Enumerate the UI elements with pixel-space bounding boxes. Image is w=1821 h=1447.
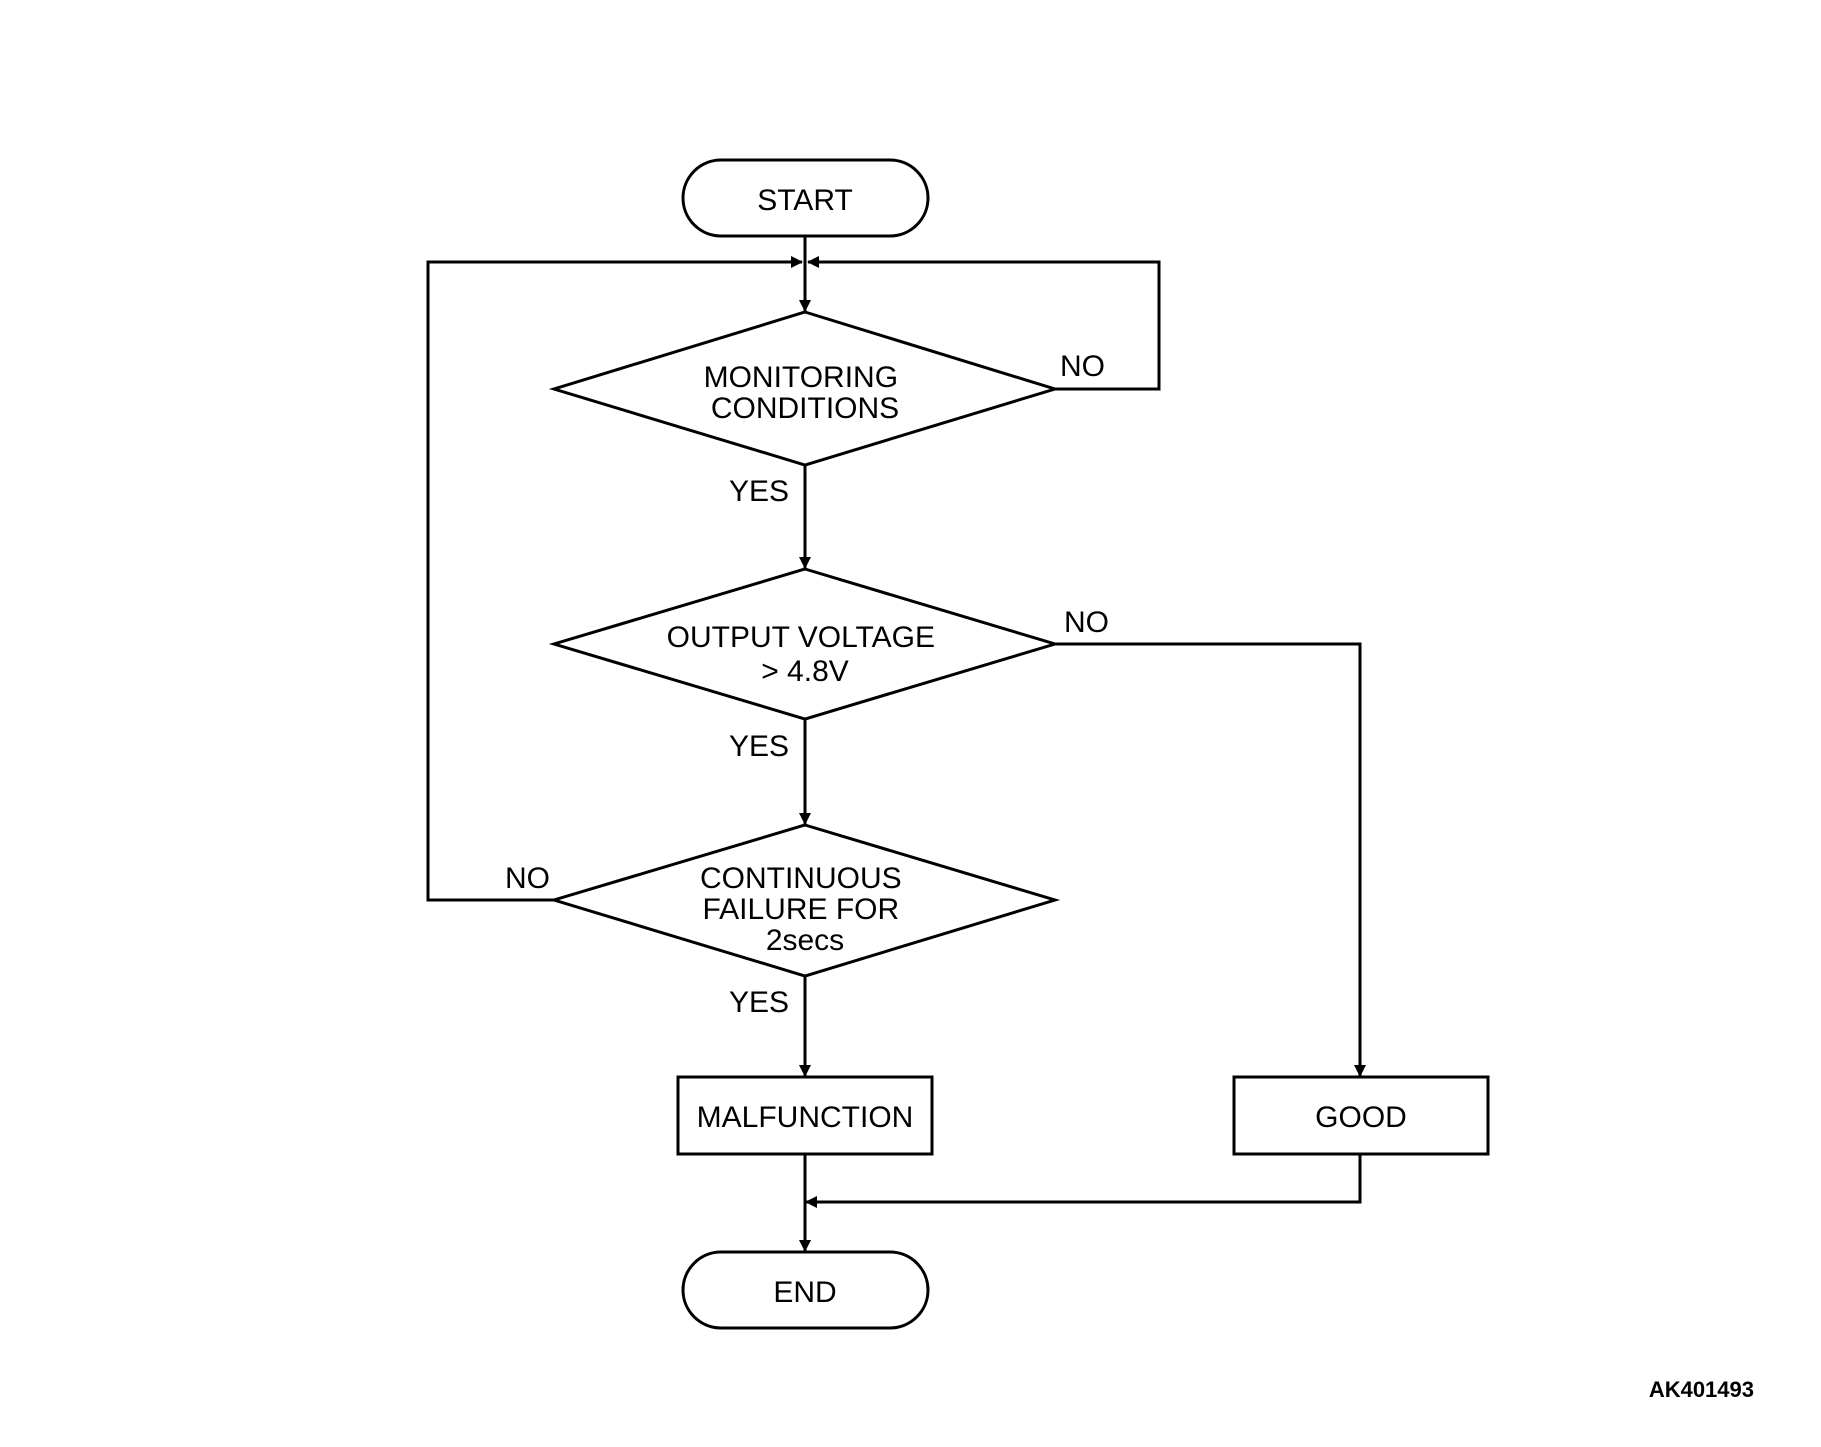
end-label: END	[773, 1276, 836, 1309]
loop-monitoring-no	[807, 256, 1161, 391]
yes-label-voltage: YES	[729, 730, 789, 763]
no-label-voltage: NO	[1064, 606, 1109, 639]
figure-code: AK401493	[1649, 1377, 1754, 1402]
loop-continuous-no	[426, 256, 803, 902]
yes-label-continuous: YES	[729, 986, 789, 1019]
yes-label-monitoring: YES	[729, 475, 789, 508]
decision-continuous-failure-text: CONTINUOUS FAILURE FOR 2secs	[700, 862, 910, 957]
malfunction-box	[676, 1075, 934, 1156]
arrow-good-to-end	[805, 1154, 1362, 1208]
arrow-voltage-no-to-good	[1055, 642, 1366, 1077]
good-box	[1232, 1075, 1490, 1156]
decision-monitoring-text: MONITORING CONDITIONS	[704, 361, 907, 425]
malfunction-label: MALFUNCTION	[697, 1101, 914, 1134]
good-label: GOOD	[1315, 1101, 1407, 1134]
no-label-continuous: NO	[505, 862, 550, 895]
start-label: START	[757, 184, 853, 217]
end-terminal	[681, 1250, 930, 1330]
no-label-monitoring: NO	[1060, 350, 1105, 383]
decision-output-voltage-text: OUTPUT VOLTAGE > 4.8V	[667, 621, 944, 688]
